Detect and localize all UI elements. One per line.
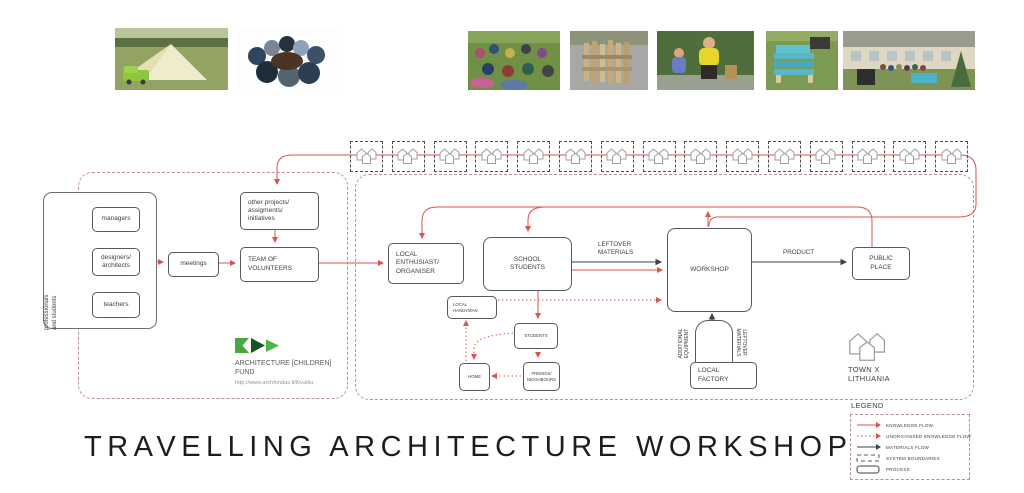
leftover-materials-label: LEFTOVER MATERIALS: [598, 241, 634, 256]
town-x-label: TOWN X LITHUANIA: [848, 365, 890, 384]
teachers-box: teachers: [92, 292, 140, 318]
unorganised-knowledge-flow-sample-icon: [856, 432, 882, 440]
other-projects-box: other projects/ assigments/ initiatives: [240, 192, 319, 230]
legend-box: KNOWLEDGE FLOW UNORGANISED KNOWLEDGE FLO…: [850, 414, 971, 480]
knowledge-flow-sample-icon: [856, 421, 882, 429]
local-factory-box: LOCAL FACTORY: [690, 362, 757, 389]
children-on-grass-photo: [468, 31, 560, 90]
town-x-houses-icon: [849, 332, 886, 361]
additional-equipment-label: ADDITIONAL EQUIPMENT: [678, 328, 691, 359]
local-handyman-box: LOCAL HANDYMAN: [447, 296, 497, 319]
flow-students-to-home: [471, 332, 514, 360]
town-houses-icon: [893, 141, 927, 172]
town-houses-icon: [600, 141, 634, 172]
team-huddle-photo: [237, 28, 337, 90]
legend-item-process: PROCESS: [856, 464, 910, 474]
flow-workshop-to-towns-and-otherprojects: [274, 154, 977, 227]
managers-box: managers: [92, 207, 140, 232]
town-houses-icon: [851, 141, 885, 172]
flow-publicplace-feedback-to-enthusiast: [419, 206, 873, 247]
town-houses-icon: [809, 141, 843, 172]
home-box: HOME: [459, 363, 490, 391]
volunteer-with-child-photo: [657, 31, 754, 90]
town-houses-icon: [642, 141, 676, 172]
fund-name: ARCHITECTURE [CHILDREN] FUND: [235, 360, 332, 376]
legend-item-unorganised-knowledge-flow: UNORGANISED KNOWLEDGE FLOW: [856, 431, 971, 441]
legend-item-system-boundaries: SYSTEM BOUNDARIES: [856, 453, 940, 463]
town-system-boundary: [355, 174, 974, 400]
meetings-box: meetings: [168, 252, 219, 277]
town-houses-icon: [684, 141, 718, 172]
fund-url: http://www.archfondas.lt/lt/vaiku: [235, 380, 314, 386]
factory-supply-tube: [695, 320, 733, 367]
town-houses-icon: [726, 141, 760, 172]
star-tent-field-photo: [115, 28, 228, 90]
product-label: PRODUCT: [783, 249, 815, 256]
school-yard-photo: [843, 31, 975, 90]
workshop-box: WORKSHOP: [667, 228, 752, 312]
designers-architects-box: designers/ architects: [92, 248, 140, 276]
legend-item-knowledge-flow: KNOWLEDGE FLOW: [856, 420, 933, 430]
legend-item-materials-flow: MATERIALS FLOW: [856, 442, 929, 452]
town-houses-icon: [433, 141, 467, 172]
page-title: TRAVELLING ARCHITECTURE WORKSHOP: [84, 431, 853, 463]
pallet-structure-photo: [570, 31, 648, 90]
leftover-materials-side-label: LEFTOVER MATERIALS: [734, 328, 747, 357]
process-sample-icon: [856, 465, 882, 474]
school-students-box: SCHOOL STUDENTS: [483, 237, 572, 291]
town-houses-icon: [517, 141, 551, 172]
town-houses-icon: [935, 141, 969, 172]
town-houses-icon: [768, 141, 801, 172]
town-houses-icon: [559, 141, 592, 172]
materials-flow-sample-icon: [856, 443, 882, 451]
town-houses-icon: [391, 141, 425, 172]
town-houses-icon: [475, 141, 509, 172]
town-houses-icon: [350, 141, 383, 172]
architecture-children-fund-logo: [235, 338, 279, 353]
system-boundaries-sample-icon: [856, 454, 882, 462]
local-enthusiast-box: LOCAL ENTHUSIAST/ ORGANISER: [388, 243, 464, 284]
flow-feedback-to-school: [525, 206, 546, 232]
blue-pallet-bench-photo: [766, 31, 838, 90]
legend-heading: LEGEND: [851, 401, 884, 410]
professionals-group-label: professionals and students: [44, 294, 58, 330]
public-place-box: PUBLIC PLACE: [852, 247, 910, 280]
friends-neighbours-box: FRIENDS/ NEIGHBOURS: [523, 362, 560, 391]
students-box: STUDENTS: [514, 323, 558, 349]
team-of-volunteers-box: TEAM OF VOLUNTEERS: [240, 247, 319, 282]
